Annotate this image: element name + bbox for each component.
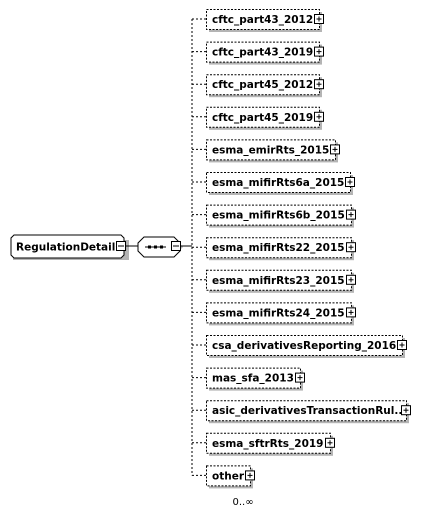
root-collapse-button[interactable] <box>116 241 126 251</box>
child-elements: cftc_part43_2012 cftc_part43_2019 cftc_par… <box>192 9 411 489</box>
expand-button[interactable] <box>245 470 255 481</box>
child-element-box <box>206 139 336 161</box>
child-element[interactable]: asic_derivativesTransactionRul... <box>206 400 410 424</box>
child-element[interactable]: esma_emirRts_2015 <box>206 139 339 163</box>
child-element[interactable]: esma_mifirRts6a_2015 <box>206 172 354 196</box>
child-element-label: esma_mifirRts6b_2015 <box>212 210 345 222</box>
root-element[interactable]: RegulationDetails <box>10 234 129 260</box>
expand-button[interactable] <box>346 307 356 318</box>
child-element-label: cftc_part45_2012 <box>212 79 313 91</box>
child-element-label: cftc_part43_2012 <box>212 14 313 26</box>
expand-button[interactable] <box>346 209 356 220</box>
child-element-label: cftc_part45_2019 <box>212 112 313 124</box>
child-element-label: esma_mifirRts23_2015 <box>212 275 345 287</box>
child-element-label: esma_mifirRts6a_2015 <box>212 177 344 189</box>
child-element[interactable]: cftc_part43_2019 <box>206 41 323 65</box>
expand-button[interactable] <box>401 405 411 416</box>
child-element[interactable]: cftc_part43_2012 <box>206 9 323 33</box>
expand-button[interactable] <box>346 274 356 285</box>
expand-button[interactable] <box>397 340 407 350</box>
sequence-icon-dot-2 <box>154 245 157 249</box>
child-element-box <box>206 335 403 356</box>
child-element-label: asic_derivativesTransactionRul... <box>212 405 406 417</box>
child-element-label: other <box>212 470 245 482</box>
sequence-collapse-button[interactable] <box>171 241 181 251</box>
expand-button[interactable] <box>314 111 324 122</box>
child-element[interactable]: esma_sftrRts_2019 <box>206 432 334 456</box>
child-element-label: mas_sfa_2013 <box>212 373 294 385</box>
sequence-icon-dot-3 <box>160 245 163 249</box>
child-element[interactable]: esma_mifirRts22_2015 <box>206 237 355 261</box>
sequence-occurrence: 0..∞ <box>232 497 253 508</box>
child-element-label: esma_emirRts_2015 <box>212 144 329 156</box>
expand-button[interactable] <box>314 79 324 90</box>
root-label: RegulationDetails <box>16 242 122 254</box>
expand-button[interactable] <box>325 437 335 448</box>
child-element[interactable]: esma_mifirRts24_2015 <box>206 302 355 326</box>
child-element[interactable]: cftc_part45_2019 <box>206 106 323 130</box>
child-element-label: esma_sftrRts_2019 <box>212 438 324 450</box>
expand-button[interactable] <box>345 177 355 187</box>
expand-button[interactable] <box>330 144 340 155</box>
expand-button[interactable] <box>314 14 324 24</box>
child-element[interactable]: csa_derivativesReporting_2016 <box>206 335 406 359</box>
child-element[interactable]: mas_sfa_2013 <box>206 367 304 391</box>
child-element[interactable]: cftc_part45_2012 <box>206 74 323 98</box>
expand-button[interactable] <box>314 46 324 57</box>
child-element-label: esma_mifirRts24_2015 <box>212 307 345 319</box>
child-element[interactable]: esma_mifirRts23_2015 <box>206 269 355 293</box>
expand-button[interactable] <box>295 372 305 383</box>
child-element-label: csa_derivativesReporting_2016 <box>212 340 396 352</box>
child-element-box <box>206 367 301 389</box>
expand-button[interactable] <box>346 242 356 253</box>
child-element-label: esma_mifirRts22_2015 <box>212 242 345 254</box>
sequence-icon-dot-1 <box>148 245 151 249</box>
child-element[interactable]: esma_mifirRts6b_2015 <box>206 204 355 228</box>
child-element-label: cftc_part43_2019 <box>212 47 313 59</box>
root-box <box>10 234 125 259</box>
